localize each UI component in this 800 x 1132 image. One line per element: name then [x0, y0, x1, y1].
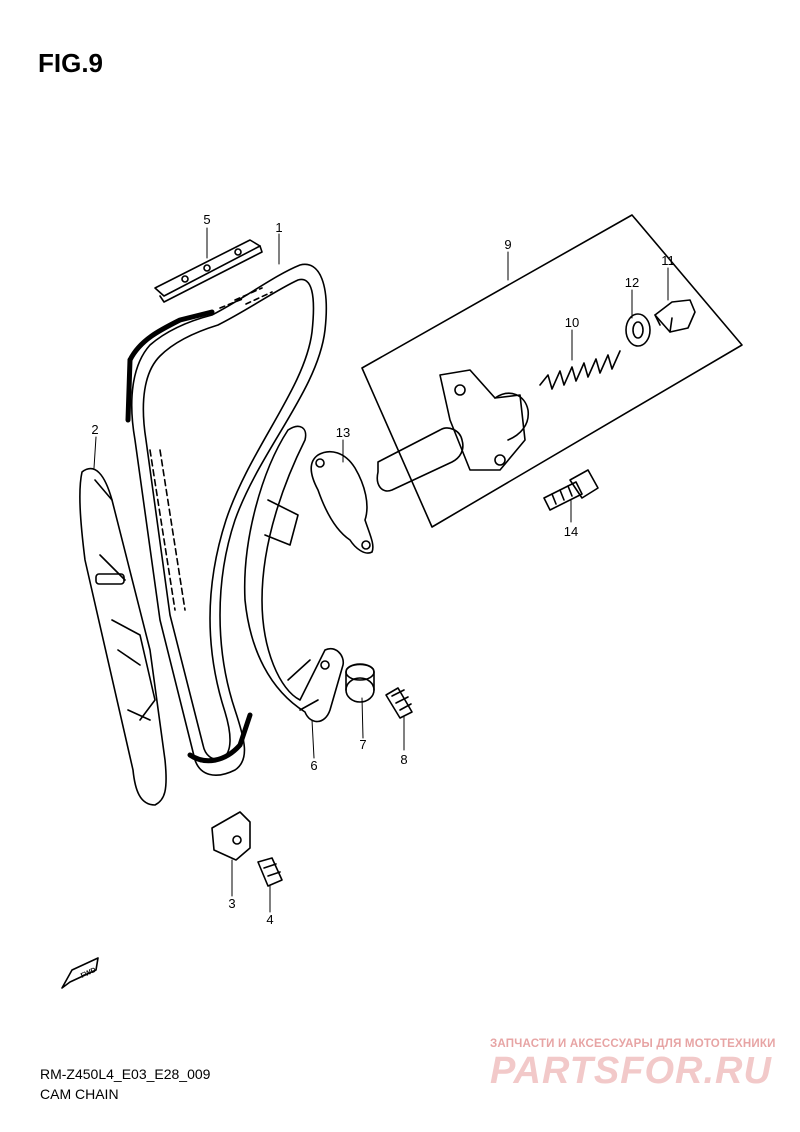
tensioner-assembly-frame — [361, 214, 743, 528]
bracket-part[interactable] — [211, 811, 251, 861]
watermark-logo: PARTSFOR.RU — [490, 1050, 772, 1092]
cam-chain-part[interactable] — [125, 263, 328, 776]
gasket-part[interactable] — [310, 451, 374, 554]
callout-13: 13 — [336, 425, 350, 440]
callout-11: 11 — [661, 253, 675, 268]
callout-1: 1 — [275, 220, 282, 235]
callout-4: 4 — [266, 912, 273, 927]
fwd-arrow-icon — [61, 957, 99, 989]
callout-5: 5 — [203, 212, 210, 227]
diagram-code: RM-Z450L4_E03_E28_009 — [40, 1066, 211, 1082]
callout-2: 2 — [91, 422, 98, 437]
fwd-label: FWD — [80, 967, 97, 980]
callout-14: 14 — [564, 524, 578, 539]
callout-7: 7 — [359, 737, 366, 752]
spring-part[interactable] — [539, 350, 621, 390]
callout-12: 12 — [625, 275, 639, 290]
bushing-part[interactable] — [345, 663, 375, 703]
diagram-name: CAM CHAIN — [40, 1086, 119, 1102]
washer-part[interactable] — [625, 313, 651, 347]
callout-9: 9 — [504, 237, 511, 252]
chain-tensioner-guide-part[interactable] — [243, 425, 345, 723]
tensioner-body-part[interactable] — [376, 369, 530, 492]
bolt-14-part[interactable] — [543, 469, 599, 511]
chain-guide-rear-part[interactable] — [79, 467, 167, 806]
chain-guide-upper-part[interactable] — [154, 239, 263, 303]
bolt-4-part[interactable] — [257, 857, 283, 887]
bolt-8-part[interactable] — [385, 687, 413, 719]
part-callout-labels: 1 2 3 4 5 6 7 8 9 10 11 12 13 14 FWD — [80, 212, 675, 980]
callout-3: 3 — [228, 896, 235, 911]
cap-bolt-part[interactable] — [654, 299, 696, 333]
callout-6: 6 — [310, 758, 317, 773]
callout-10: 10 — [565, 315, 579, 330]
callout-8: 8 — [400, 752, 407, 767]
figure-title: FIG.9 — [38, 48, 104, 78]
watermark-tagline: ЗАПЧАСТИ И АКСЕССУАРЫ ДЛЯ МОТОТЕХНИКИ — [490, 1038, 776, 1050]
